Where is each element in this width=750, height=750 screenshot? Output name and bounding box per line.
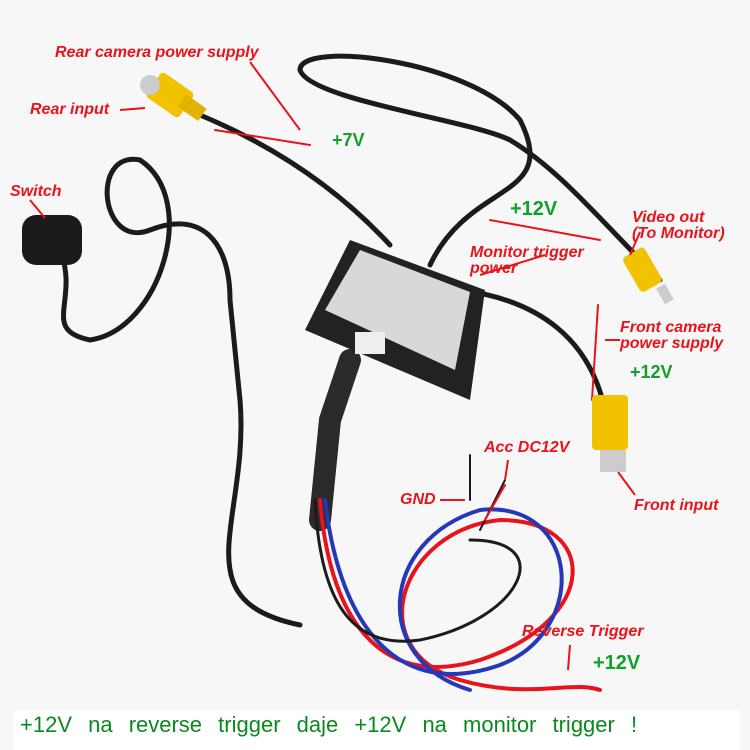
label-acc: Acc DC12V [484,439,570,456]
voltage-front: +12V [630,362,673,382]
front-rca-connector [592,395,628,472]
switch-cable [57,156,303,628]
label-front-power: Front camera [620,319,722,336]
label-gnd: GND [400,491,436,508]
voltage-monitor: +12V [510,198,558,220]
label-video-out-sub: (To Monitor) [632,225,725,242]
rear-cable [197,112,393,248]
label-front-input: Front input [634,497,719,514]
voltage-rear: +7V [332,130,365,150]
harness [309,349,361,531]
video-out-cable [297,53,663,283]
label-switch: Switch [10,183,62,200]
label-video-out: Video out [632,209,705,226]
switch-button [22,215,82,265]
box-label-plate [325,250,470,370]
label-rear-input: Rear input [30,101,110,118]
label-front-power-sub: power supply [620,335,724,352]
label-monitor-trigger: Monitor trigger [470,244,584,261]
monitor-trigger-wire [489,219,601,241]
label-rear-power: Rear camera power supply [55,44,259,61]
video-out-rca-connector [623,247,674,305]
rear-power-wire [214,129,311,146]
voltage-reverse: +12V [593,652,641,674]
front-cable [457,287,608,413]
label-monitor-trigger-sub: power [470,260,518,277]
rear-rca-connector [140,72,207,122]
caption: +12V na reverse trigger daje +12V na mon… [14,710,740,750]
label-reverse-trigger: Reverse Trigger [522,623,644,640]
front-power-wire [591,304,599,401]
